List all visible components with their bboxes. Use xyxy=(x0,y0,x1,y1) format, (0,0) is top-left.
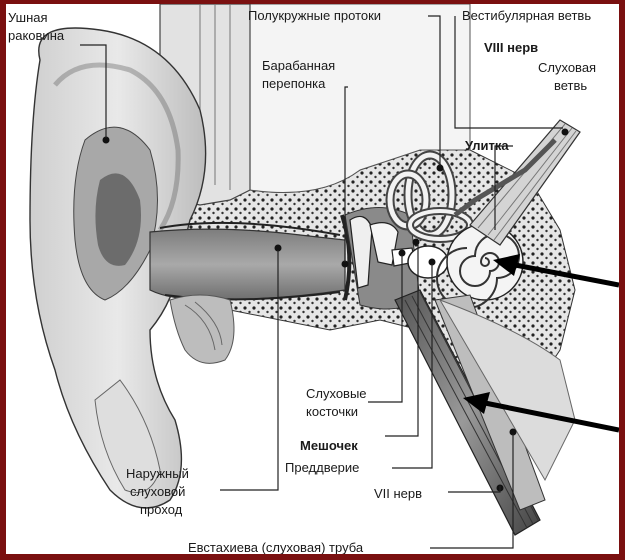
ear-canal xyxy=(150,229,345,300)
label-auricle-line1: Ушная xyxy=(8,10,48,25)
label-nerve-viii: VIII нерв xyxy=(484,40,538,55)
label-eardrum-line2: перепонка xyxy=(262,76,326,91)
label-auditory-branch-line2: ветвь xyxy=(554,78,587,93)
label-auricle-line2: раковина xyxy=(8,28,65,43)
label-eardrum-line1: Барабанная xyxy=(262,58,335,73)
ear-anatomy-diagram: Ушная раковина Полукружные протоки Вести… xyxy=(6,4,619,554)
label-ossicles-line2: косточки xyxy=(306,404,358,419)
cartilage-fold xyxy=(170,295,234,363)
label-eustachian-tube: Евстахиева (слуховая) труба xyxy=(188,540,364,554)
label-nerve-vii: VII нерв xyxy=(374,486,422,501)
label-ossicles-line1: Слуховые xyxy=(306,386,367,401)
label-auditory-branch-line1: Слуховая xyxy=(538,60,596,75)
label-canal-line1: Наружный xyxy=(126,466,189,481)
label-cochlea: Улитка xyxy=(465,138,509,153)
label-saccule: Мешочек xyxy=(300,438,358,453)
label-vestibule: Преддверие xyxy=(285,460,359,475)
label-semicircular: Полукружные протоки xyxy=(248,8,381,23)
label-canal-line2: слуховой xyxy=(130,484,185,499)
ear-illustration: Ушная раковина Полукружные протоки Вести… xyxy=(6,4,619,554)
label-vestibular-branch: Вестибулярная ветвь xyxy=(462,8,591,23)
label-canal-line3: проход xyxy=(140,502,183,517)
